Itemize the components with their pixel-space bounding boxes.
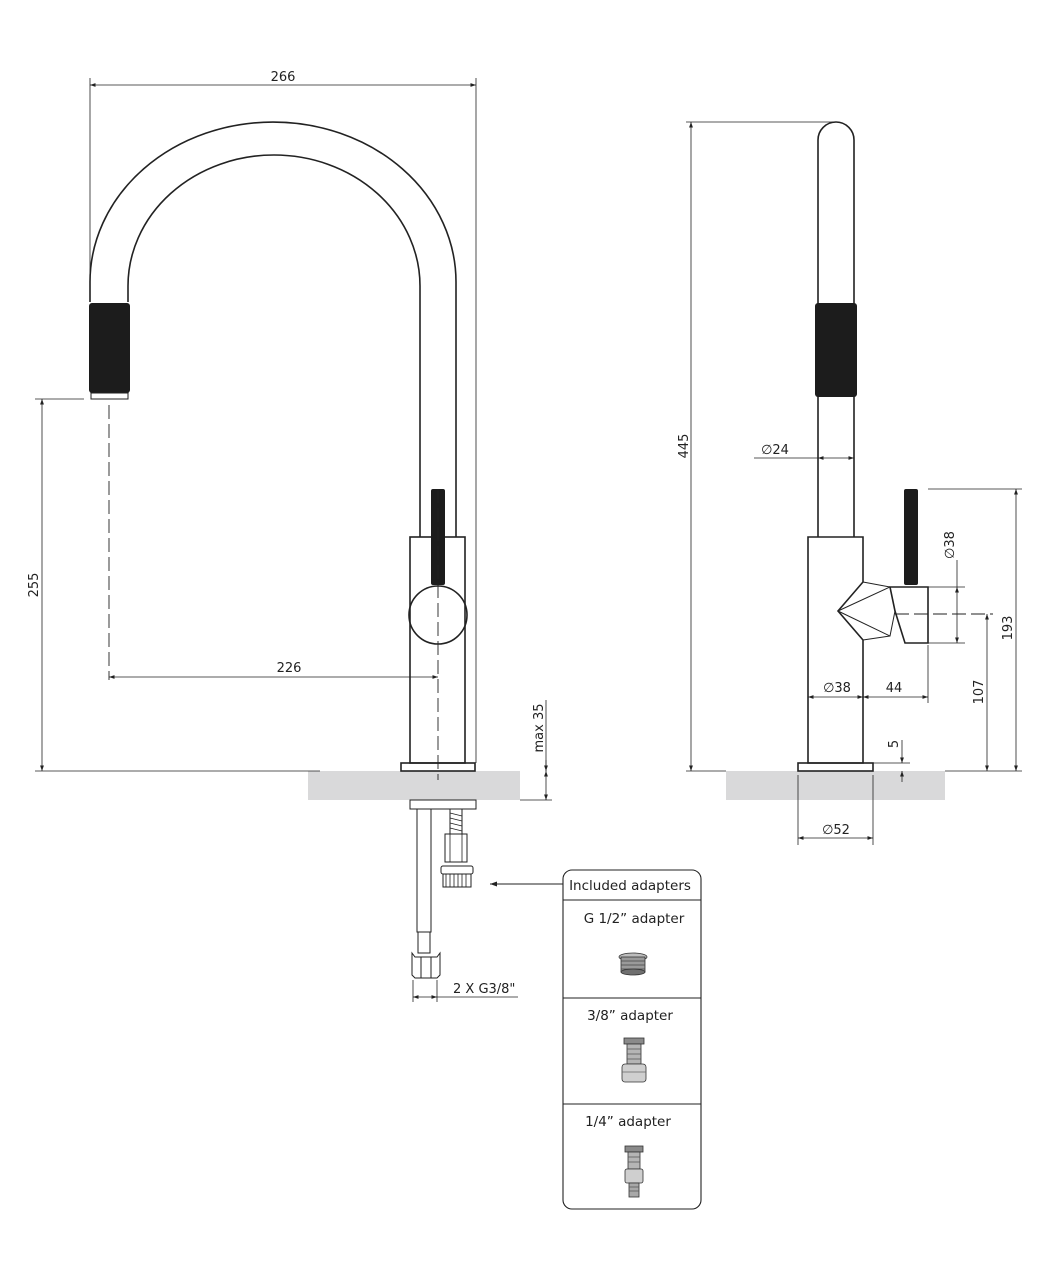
front-hose-tube xyxy=(416,808,432,933)
side-base-plate xyxy=(797,762,874,772)
dim-total-height-label: 445 xyxy=(677,434,692,459)
front-spout-outer xyxy=(89,121,457,537)
side-lever xyxy=(904,489,918,585)
front-nut-plate xyxy=(409,799,477,810)
adapters-box: Included adapters G 1/2” adapter 3/8” ad… xyxy=(562,869,702,1210)
front-connector xyxy=(440,865,474,875)
front-hose-fitting xyxy=(411,951,441,979)
dim-reach-label: 226 xyxy=(277,661,302,676)
adapter-label: G 1/2” adapter xyxy=(584,911,685,927)
dim-base-thickness-label: 5 xyxy=(887,740,902,748)
g-half-adapter-icon xyxy=(618,952,648,976)
front-countertop xyxy=(308,771,520,800)
front-hex-nut xyxy=(444,833,468,863)
dim-base-diameter-label: ∅52 xyxy=(822,823,850,838)
front-connector-thread xyxy=(442,873,472,888)
side-lever-cap xyxy=(889,586,929,644)
dim-lever-diameter-label: ∅38 xyxy=(943,531,958,559)
adapter-label: 3/8” adapter xyxy=(587,1008,673,1024)
adapter-label: 1/4” adapter xyxy=(585,1114,671,1130)
front-view: 266 255 226 max 35 2 X G3/8" xyxy=(27,70,563,1002)
front-spout-grip xyxy=(89,303,130,393)
dim-width-label: 266 xyxy=(271,70,296,85)
dim-lever-height-label: 193 xyxy=(1001,616,1016,641)
front-spout-tip xyxy=(90,392,129,400)
side-countertop xyxy=(726,771,945,800)
side-view: 445 ∅24 ∅38 ∅38 44 193 107 5 ∅5 xyxy=(677,121,1022,845)
dim-max-thickness-label: max 35 xyxy=(532,704,547,753)
quarter-adapter-icon xyxy=(624,1145,644,1198)
dim-height-label: 255 xyxy=(27,573,42,598)
side-spout-grip xyxy=(815,303,857,397)
front-hose-ferrule xyxy=(417,931,431,954)
adapters-title: Included adapters xyxy=(569,878,691,894)
three-eighths-adapter-icon xyxy=(621,1037,647,1083)
side-body xyxy=(807,536,864,764)
front-rod-thread xyxy=(449,812,463,832)
dim-axis-height-label: 107 xyxy=(972,680,987,705)
front-spout-inner xyxy=(127,154,421,537)
dim-body-diameter-label: ∅38 xyxy=(823,681,851,696)
dim-lever-depth-label: 44 xyxy=(886,681,903,696)
dim-connection-label: 2 X G3/8" xyxy=(453,982,515,997)
dim-spout-diameter-label: ∅24 xyxy=(761,443,789,458)
